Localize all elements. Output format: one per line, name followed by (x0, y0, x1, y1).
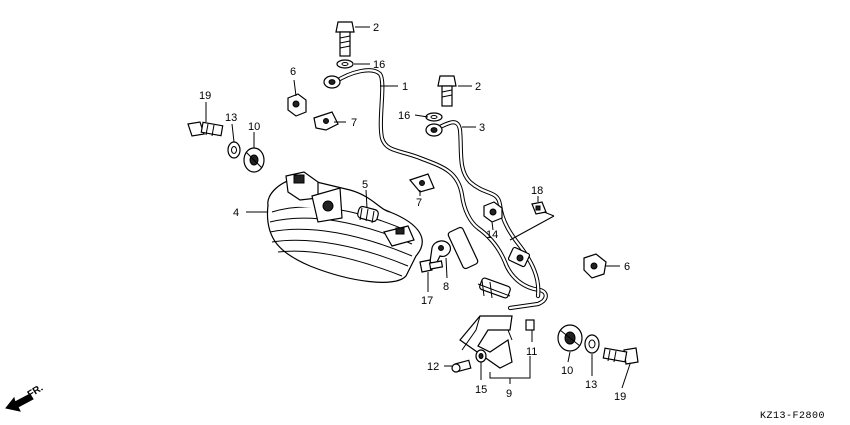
oil-pipe-3 (435, 120, 541, 299)
clip-7-lower (408, 173, 435, 193)
collar-13-left (227, 141, 241, 159)
callout-9: 9 (506, 388, 512, 400)
washer-15 (475, 349, 487, 363)
callout-6-right: 6 (624, 261, 630, 273)
pipe-clamp-8 (429, 240, 451, 265)
bolt-18 (531, 201, 547, 215)
front-direction-arrow: FR. (5, 383, 45, 412)
callout-17: 17 (421, 295, 433, 307)
bolt-19-left (187, 121, 224, 137)
rubber-mount-10-left (243, 147, 265, 173)
rubber-mount-10-right (557, 324, 583, 352)
callout-8: 8 (443, 281, 449, 293)
callout-7-lower: 7 (416, 197, 422, 209)
sealing-washer-16-right (425, 112, 443, 122)
callout-11: 11 (526, 346, 537, 358)
callout-13-right: 13 (585, 379, 597, 391)
callout-10-left: 10 (248, 121, 260, 133)
callout-19-left: 19 (199, 90, 211, 102)
callout-15: 15 (475, 384, 487, 396)
nut-6-right (583, 253, 607, 279)
callout-7-upper: 7 (351, 117, 357, 129)
pipe-hose-section (447, 226, 511, 299)
callout-4: 4 (233, 207, 239, 219)
callout-6-upper: 6 (290, 66, 296, 78)
nut-6-upper (287, 93, 307, 117)
callout-16-right: 16 (398, 110, 410, 122)
callout-12: 12 (427, 361, 439, 373)
collar-13-right (584, 334, 600, 354)
callout-13-left: 13 (225, 112, 237, 124)
bolt-2-right (437, 75, 457, 107)
bolt-19-right (602, 347, 639, 365)
oil-pipe-1 (332, 68, 548, 311)
callout-16-upper: 16 (373, 59, 385, 71)
nut-14 (483, 201, 503, 223)
callout-19-right: 19 (614, 391, 626, 403)
clip-7-upper (313, 111, 339, 131)
pipe-1-banjo-eye (323, 75, 341, 89)
pipe-3-banjo-eye (425, 123, 443, 137)
callout-1: 1 (402, 81, 408, 93)
sealing-washer-16-upper (336, 59, 354, 69)
callout-3: 3 (479, 122, 485, 134)
callout-10-right: 10 (561, 365, 573, 377)
callout-2-upper: 2 (373, 22, 379, 34)
leader-lines (205, 26, 631, 389)
clip-11 (525, 319, 535, 331)
callout-labels: 2 16 1 2 16 3 6 7 19 13 10 4 5 7 14 18 6… (199, 22, 630, 403)
screw-12 (451, 359, 472, 373)
diagram-code: KZ13-F2800 (760, 411, 825, 422)
callout-5: 5 (362, 179, 368, 191)
callout-18: 18 (531, 185, 543, 197)
oil-cooler (266, 171, 423, 283)
bracket-9 (459, 315, 513, 369)
bolt-2-upper (335, 21, 355, 57)
bolt-17 (419, 259, 444, 273)
pipe-joint-fitting (507, 246, 531, 268)
callout-2-right: 2 (475, 81, 481, 93)
grommet-5 (357, 205, 379, 224)
callout-14: 14 (486, 229, 498, 241)
